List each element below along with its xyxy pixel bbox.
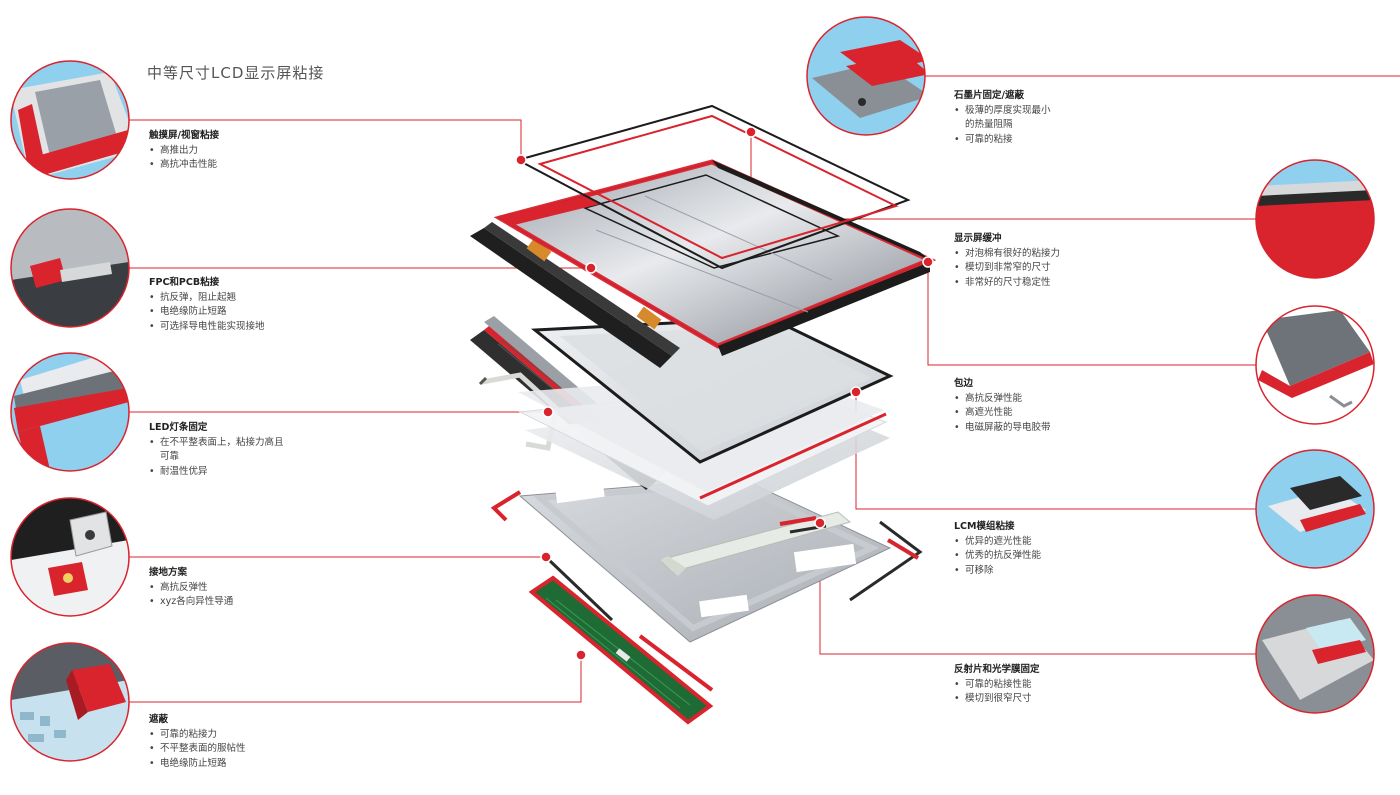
callout-bullet: 在不平整表面上，粘接力高且可靠	[149, 436, 285, 465]
callout-display-cushion: 显示屏缓冲 对泡棉有很好的粘接力 模切到非常窄的尺寸 非常好的尺寸稳定性	[954, 232, 1114, 290]
leader-shielding	[127, 655, 582, 703]
callout-bullet: 高推出力	[149, 144, 299, 159]
callout-reflector: 反射片和光学膜固定 可靠的粘接性能 模切到很窄尺寸	[954, 663, 1114, 707]
callout-title: 石墨片固定/遮蔽	[954, 90, 1024, 101]
callout-bullet: 高抗反弹性	[149, 581, 299, 596]
cushion-foam	[470, 228, 672, 368]
callout-title: 接地方案	[149, 567, 188, 578]
detail-circle-touch-window	[10, 60, 130, 180]
callout-lcm: LCM模组粘接 优异的遮光性能 优秀的抗反弹性能 可移除	[954, 520, 1114, 578]
detail-circle-shielding	[10, 642, 130, 762]
detail-circle-display-cushion	[1255, 159, 1375, 279]
callout-bullet: 抗反弹，阻止起翘	[149, 291, 299, 306]
callout-bullet: 高遮光性能	[954, 406, 1114, 421]
callout-bullet: 对泡棉有很好的粘接力	[954, 247, 1114, 262]
callout-title: LCM模组粘接	[954, 521, 1015, 532]
callout-title: 遮蔽	[149, 714, 169, 725]
callout-fpc-pcb: FPC和PCB粘接 抗反弹，阻止起翘 电绝缘防止短路 可选择导电性能实现接地	[149, 276, 299, 334]
detail-circle-graphite	[806, 16, 926, 136]
callout-bullet: 可靠的粘接性能	[954, 678, 1114, 693]
callout-title: 触摸屏/视窗粘接	[149, 130, 219, 141]
callout-title: LED灯条固定	[149, 422, 208, 433]
callout-bullet: 电绝缘防止短路	[149, 757, 299, 772]
callout-title: 包边	[954, 378, 974, 389]
callout-bullet: 模切到非常窄的尺寸	[954, 261, 1114, 276]
page-title: 中等尺寸LCD显示屏粘接	[147, 64, 325, 82]
callout-title: 显示屏缓冲	[954, 233, 1002, 244]
callout-led-bar: LED灯条固定 在不平整表面上，粘接力高且可靠 耐温性优异	[149, 421, 285, 479]
callout-bullet: 电绝缘防止短路	[149, 305, 299, 320]
lcd-stack	[470, 104, 937, 725]
detail-circle-led-bar	[10, 352, 130, 472]
callout-bullet: 极薄的厚度实现最小的热量阻隔	[954, 104, 1054, 133]
callout-bullet: 可靠的粘接	[954, 133, 1054, 148]
callout-bullet: 优异的遮光性能	[954, 535, 1114, 550]
callout-edge-wrap: 包边 高抗反弹性能 高遮光性能 电磁屏蔽的导电胶带	[954, 377, 1114, 435]
detail-circle-reflector	[1255, 594, 1375, 714]
callout-bullet: 耐温性优异	[149, 465, 285, 480]
leader-touch-window	[127, 119, 522, 160]
detail-circle-fpc-pcb	[10, 208, 130, 328]
callout-bullet: 优秀的抗反弹性能	[954, 549, 1114, 564]
callout-bullet: 高抗反弹性能	[954, 392, 1114, 407]
callout-title: 反射片和光学膜固定	[954, 664, 1040, 675]
window-frame-inner	[537, 114, 899, 260]
callout-graphite: 石墨片固定/遮蔽 极薄的厚度实现最小的热量阻隔 可靠的粘接	[954, 89, 1054, 147]
callout-bullet: 非常好的尺寸稳定性	[954, 276, 1114, 291]
callout-touch-window: 触摸屏/视窗粘接 高推出力 高抗冲击性能	[149, 129, 299, 173]
callout-bullet: 电磁屏蔽的导电胶带	[954, 421, 1114, 436]
callout-bullet: 可靠的粘接力	[149, 728, 299, 743]
callout-bullet: 可选择导电性能实现接地	[149, 320, 299, 335]
leader-lines	[127, 75, 1400, 703]
callout-title: FPC和PCB粘接	[149, 277, 220, 288]
detail-circle-lcm	[1255, 449, 1375, 569]
leader-edge-wrap	[927, 262, 1257, 366]
callout-shielding: 遮蔽 可靠的粘接力 不平整表面的服帖性 电绝缘防止短路	[149, 713, 299, 771]
callout-bullet: xyz各向异性导通	[149, 595, 299, 610]
detail-circle-edge-wrap	[1255, 305, 1375, 425]
callout-bullet: 可移除	[954, 564, 1114, 579]
callout-bullet: 高抗冲击性能	[149, 158, 299, 173]
callout-bullet: 模切到很窄尺寸	[954, 692, 1114, 707]
callout-grounding: 接地方案 高抗反弹性 xyz各向异性导通	[149, 566, 299, 610]
window-frame-outer	[515, 104, 911, 270]
callout-bullet: 不平整表面的服帖性	[149, 742, 299, 757]
detail-circle-grounding	[10, 497, 130, 617]
